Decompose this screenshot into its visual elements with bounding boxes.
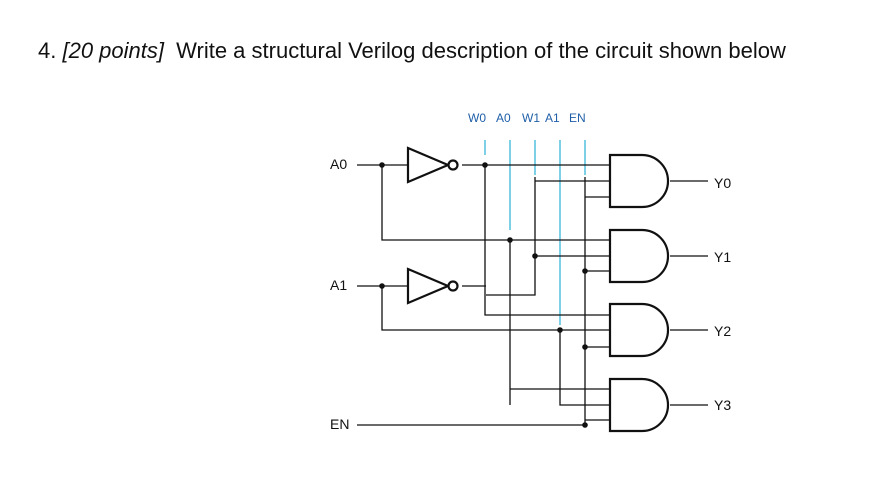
output-label-y2: Y2 [714, 323, 731, 339]
question-points: [20 points] [62, 38, 164, 63]
bus-stubs [484, 140, 586, 325]
question-text: 4. [20 points] Write a structural Verilo… [38, 38, 786, 64]
bus-label-w0: W0 [468, 111, 486, 125]
output-label-y3: Y3 [714, 397, 731, 413]
bus-label-w1: W1 [522, 111, 540, 125]
and-gate-y0 [608, 153, 670, 209]
bus-label-a1: A1 [545, 111, 560, 125]
bus-label-en: EN [569, 111, 586, 125]
and-gate-y2 [608, 302, 670, 358]
circuit-wires [357, 164, 708, 426]
input-label-en: EN [330, 416, 349, 432]
input-label-a1: A1 [330, 277, 347, 293]
question-prompt: Write a structural Verilog description o… [176, 38, 786, 63]
output-label-y1: Y1 [714, 249, 731, 265]
inverter-a1 [406, 267, 459, 305]
output-label-y0: Y0 [714, 175, 731, 191]
input-label-a0: A0 [330, 156, 347, 172]
and-gate-y1 [608, 228, 670, 284]
junction-dots [379, 162, 588, 428]
and-gate-y3 [608, 377, 670, 433]
bus-label-a0: A0 [496, 111, 511, 125]
question-number: 4. [38, 38, 57, 63]
inverter-a0 [406, 146, 459, 184]
